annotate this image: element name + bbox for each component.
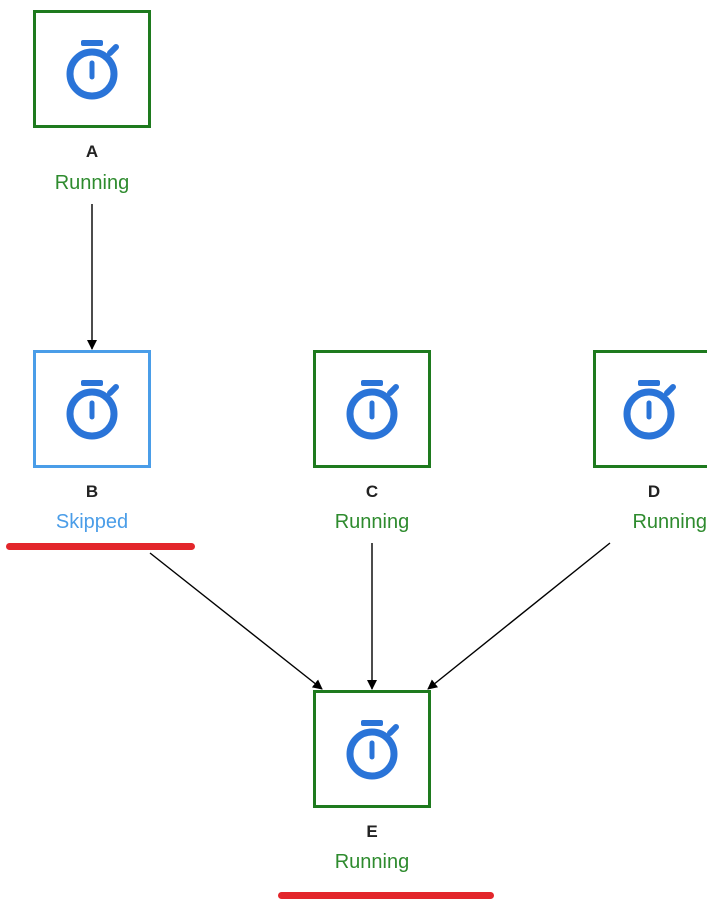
timer-icon (66, 40, 119, 100)
node-c[interactable] (313, 350, 431, 468)
node-a-name: A (85, 142, 99, 161)
node-c-name: C (365, 482, 379, 501)
node-d-name: D (647, 482, 661, 501)
node-e[interactable] (313, 690, 431, 808)
node-c-status: Running (334, 511, 410, 533)
node-b[interactable] (33, 350, 151, 468)
node-b-name: B (85, 482, 99, 501)
node-e-name: E (366, 822, 378, 841)
node-a[interactable] (33, 10, 151, 128)
node-d-status: Running (632, 511, 707, 533)
node-b-status: Skipped (55, 511, 129, 533)
timer-icon (66, 380, 119, 440)
timer-icon (623, 380, 676, 440)
timer-icon (346, 380, 399, 440)
highlight-underline-e (278, 892, 494, 899)
edge-d-to-e (427, 542, 611, 690)
node-e-status: Running (334, 851, 410, 873)
highlight-underline-b (6, 543, 195, 550)
timer-icon (346, 720, 399, 780)
edge-b-to-e (149, 552, 323, 690)
node-a-status: Running (54, 172, 130, 194)
node-d[interactable] (593, 350, 707, 468)
